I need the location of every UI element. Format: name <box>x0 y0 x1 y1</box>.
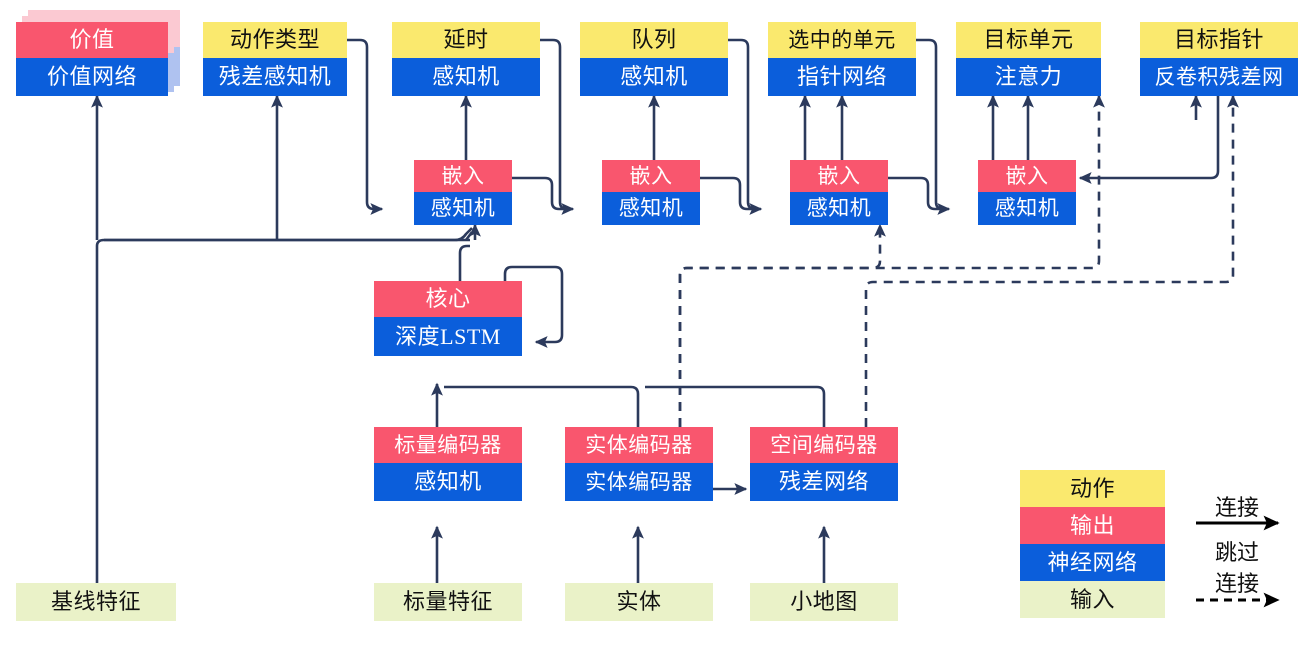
output-head-action-type-label: 动作类型 <box>203 22 347 58</box>
output-head-action-type[interactable]: 动作类型 残差感知机 <box>203 22 347 96</box>
core-block[interactable]: 核心 深度LSTM <box>374 281 522 356</box>
embedding-block-1[interactable]: 嵌入 感知机 <box>414 160 512 225</box>
embedding-block-2-network: 感知机 <box>602 192 700 225</box>
core-block-network: 深度LSTM <box>374 317 522 356</box>
embedding-block-2-label: 嵌入 <box>602 160 700 192</box>
skip-entity-encoder-to-target-unit <box>678 94 1105 427</box>
wire-selected-units-to-embed4 <box>916 38 951 215</box>
encoder-scalar-label: 标量编码器 <box>374 427 522 463</box>
wire-entity-encoder-to-core <box>444 385 640 427</box>
output-head-queue[interactable]: 队列 感知机 <box>580 22 728 96</box>
wire-core-out-stub <box>458 244 470 281</box>
wire-target-point-to-embed4 <box>1078 96 1220 184</box>
legend-swatch-stack: 动作 输出 神经网络 输入 <box>1020 470 1165 618</box>
output-head-value[interactable]: 价值 价值网络 <box>16 22 168 96</box>
legend-skip-label-line2: 连接 <box>1214 571 1259 596</box>
encoder-spatial[interactable]: 空间编码器 残差网络 <box>750 427 898 501</box>
wire-delay-to-embed2 <box>540 38 575 215</box>
skip-entity-encoder-to-selected-units <box>678 223 886 427</box>
embedding-block-3[interactable]: 嵌入 感知机 <box>790 160 888 225</box>
embedding-block-4-network: 感知机 <box>978 192 1076 225</box>
embedding-block-1-label: 嵌入 <box>414 160 512 192</box>
encoder-spatial-label: 空间编码器 <box>750 427 898 463</box>
output-head-action-type-network: 残差感知机 <box>203 58 347 96</box>
encoder-spatial-network: 残差网络 <box>750 463 898 501</box>
output-head-queue-label: 队列 <box>580 22 728 58</box>
output-head-queue-network: 感知机 <box>580 58 728 96</box>
output-head-target-unit-label: 目标单元 <box>956 22 1101 58</box>
encoder-entity[interactable]: 实体编码器 实体编码器 <box>565 427 713 501</box>
wire-core-bus-horizontal <box>104 227 473 242</box>
wire-spatial-encoder-to-core <box>645 385 826 427</box>
output-head-delay[interactable]: 延时 感知机 <box>392 22 540 96</box>
embedding-block-1-network: 感知机 <box>414 192 512 225</box>
wire-core-bus-join <box>464 231 474 241</box>
encoder-entity-label: 实体编码器 <box>565 427 713 463</box>
legend-swatch-network: 神经网络 <box>1020 544 1165 581</box>
encoder-entity-network: 实体编码器 <box>565 463 713 501</box>
embedding-block-4-label: 嵌入 <box>978 160 1076 192</box>
embedding-block-3-network: 感知机 <box>790 192 888 225</box>
legend-swatch-input: 输入 <box>1020 581 1165 618</box>
wire-embed3-chain <box>888 176 942 211</box>
embedding-block-2[interactable]: 嵌入 感知机 <box>602 160 700 225</box>
encoder-scalar-network: 感知机 <box>374 463 522 501</box>
input-entities[interactable]: 实体 <box>565 583 713 621</box>
legend-skip-label-line1: 跳过 <box>1214 540 1259 565</box>
legend-swatch-action: 动作 <box>1020 470 1165 507</box>
legend-connection-label: 连接 <box>1214 495 1259 520</box>
legend-swatch-output: 输出 <box>1020 507 1165 544</box>
output-head-selected-units-label: 选中的单元 <box>768 22 916 58</box>
core-block-label: 核心 <box>374 281 522 317</box>
input-baseline-features[interactable]: 基线特征 <box>16 583 176 621</box>
output-head-selected-units[interactable]: 选中的单元 指针网络 <box>768 22 916 96</box>
output-head-value-label: 价值 <box>16 22 168 58</box>
embedding-block-3-label: 嵌入 <box>790 160 888 192</box>
output-head-target-unit[interactable]: 目标单元 注意力 <box>956 22 1101 96</box>
wire-baseline-bus <box>95 238 470 247</box>
output-head-target-point-label: 目标指针 <box>1140 22 1298 58</box>
skip-spatial-encoder-to-target-point <box>864 94 1239 427</box>
wire-action-type-to-embed1 <box>347 38 384 215</box>
output-head-delay-label: 延时 <box>392 22 540 58</box>
wire-queue-to-embed3 <box>728 38 763 215</box>
embedding-block-4[interactable]: 嵌入 感知机 <box>978 160 1076 225</box>
output-head-target-point-network: 反卷积残差网 <box>1140 58 1298 96</box>
output-head-target-point[interactable]: 目标指针 反卷积残差网 <box>1140 22 1298 96</box>
output-head-selected-units-network: 指针网络 <box>768 58 916 96</box>
wire-embed1-chain <box>512 176 566 211</box>
output-head-value-network: 价值网络 <box>16 58 168 96</box>
wire-embed2-chain <box>700 176 754 211</box>
encoder-scalar[interactable]: 标量编码器 感知机 <box>374 427 522 501</box>
input-minimap[interactable]: 小地图 <box>750 583 898 621</box>
output-head-target-unit-network: 注意力 <box>956 58 1101 96</box>
input-scalar-features[interactable]: 标量特征 <box>374 583 522 621</box>
output-head-delay-network: 感知机 <box>392 58 540 96</box>
